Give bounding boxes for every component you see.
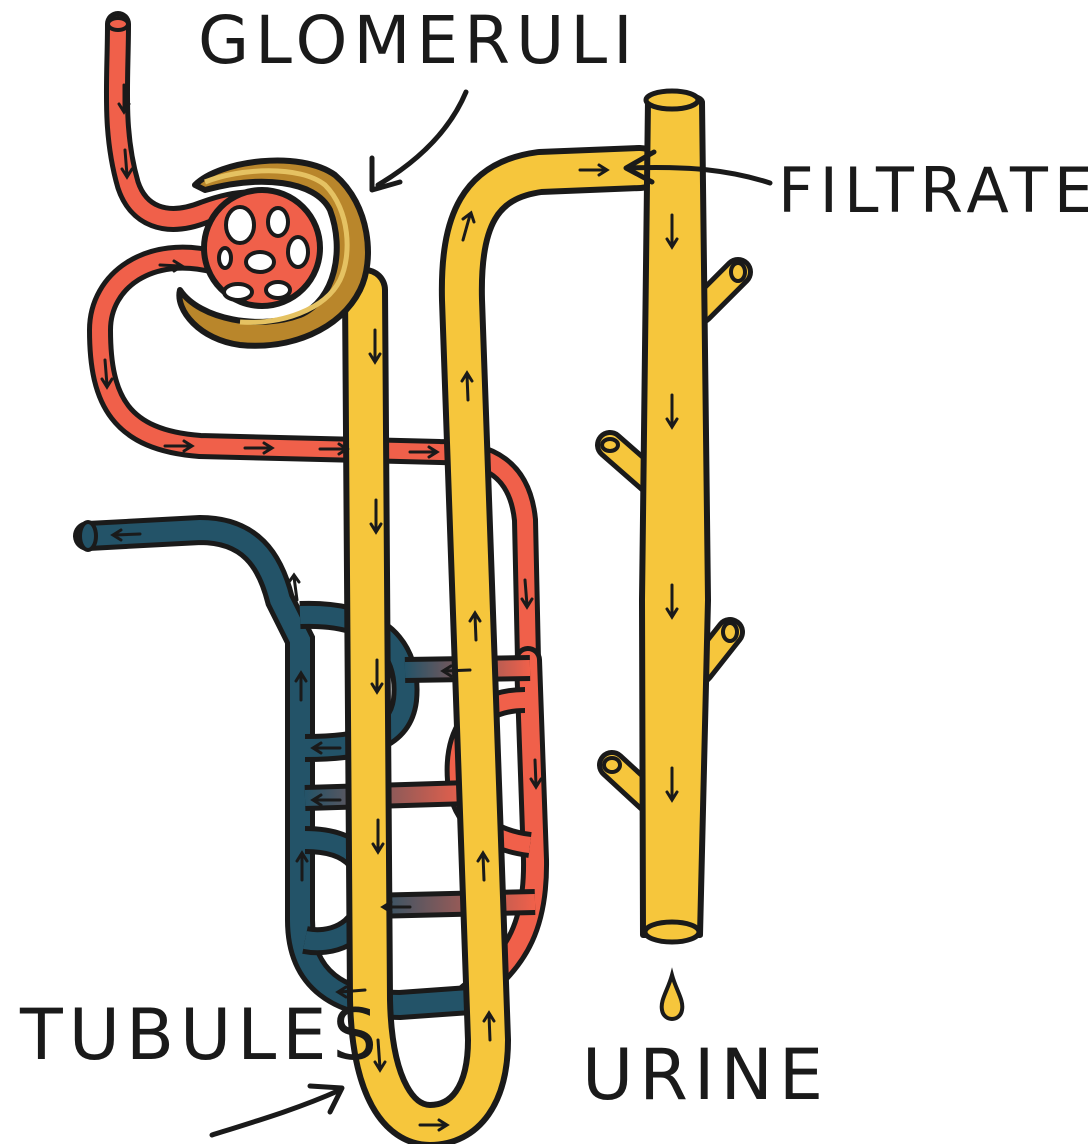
tubules-pointer (212, 1086, 342, 1135)
urine-drop (662, 975, 683, 1019)
tubules-label: TUBULES (20, 1000, 383, 1070)
urine-label: URINE (582, 1040, 829, 1110)
filtrate-label: FILTRATE (778, 160, 1088, 222)
glomerulus (204, 190, 320, 306)
glomeruli-label: GLOMERULI (198, 8, 639, 74)
renal-vein-network (80, 522, 470, 1005)
glomeruli-pointer (372, 92, 466, 190)
